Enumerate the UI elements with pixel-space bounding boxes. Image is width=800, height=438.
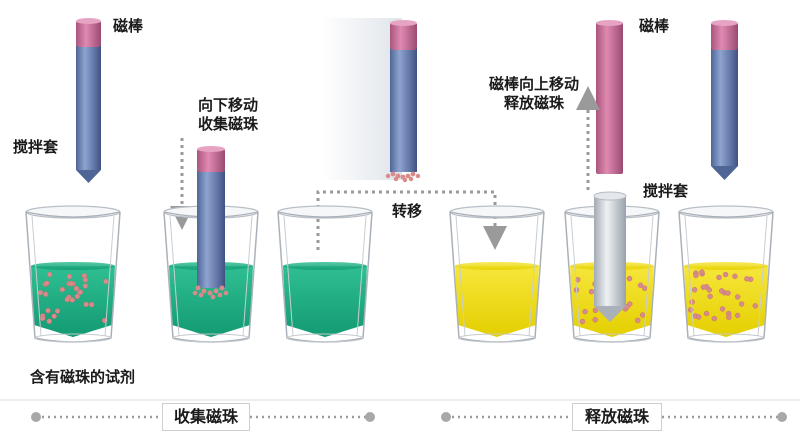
- transfer-beads: [385, 171, 421, 183]
- beaker-released: [678, 205, 774, 343]
- collected-beads: [192, 285, 229, 300]
- liquid: [684, 266, 768, 337]
- magnetic-rod-3: [711, 20, 738, 180]
- beaker-buffer: [449, 205, 545, 343]
- magnetic-rod-in-cup: [192, 146, 229, 300]
- timeline-dot: [777, 412, 787, 422]
- magnetic-rod-1: [76, 18, 101, 183]
- stage-release: 释放磁珠: [572, 403, 662, 431]
- empty-sleeve-in-cup: [593, 191, 627, 322]
- stage-collect: 收集磁珠: [162, 403, 250, 431]
- label-move-up-release: 磁棒向上移动 释放磁珠: [488, 75, 579, 112]
- timeline-dot: [441, 412, 451, 422]
- timeline-dot: [365, 412, 375, 422]
- label-stir-sleeve-2: 搅拌套: [643, 182, 689, 200]
- label-reagent: 含有磁珠的试剂: [30, 368, 136, 386]
- label-magnetic-rod-2: 磁棒: [639, 17, 670, 35]
- beaker-reagent: [25, 205, 121, 343]
- timeline-lines: [0, 399, 800, 422]
- liquid: [455, 266, 539, 337]
- timeline-dot: [31, 412, 41, 422]
- transfer-rod: [385, 20, 421, 183]
- beaker-cleared: [277, 205, 373, 343]
- magnetic-rod-raised: [596, 20, 623, 174]
- liquid: [283, 266, 367, 337]
- label-transfer: 转移: [392, 202, 423, 220]
- liquid: [169, 266, 253, 337]
- label-stir-sleeve: 搅拌套: [13, 138, 59, 156]
- beaker-collecting: [163, 205, 259, 343]
- process-arrows: [170, 86, 600, 250]
- stage-timeline: [0, 398, 800, 438]
- arrow-transfer: [316, 190, 507, 250]
- label-move-down-collect: 向下移动 收集磁珠: [197, 96, 258, 133]
- transfer-background: [322, 18, 402, 180]
- label-magnetic-rod: 磁棒: [113, 17, 144, 35]
